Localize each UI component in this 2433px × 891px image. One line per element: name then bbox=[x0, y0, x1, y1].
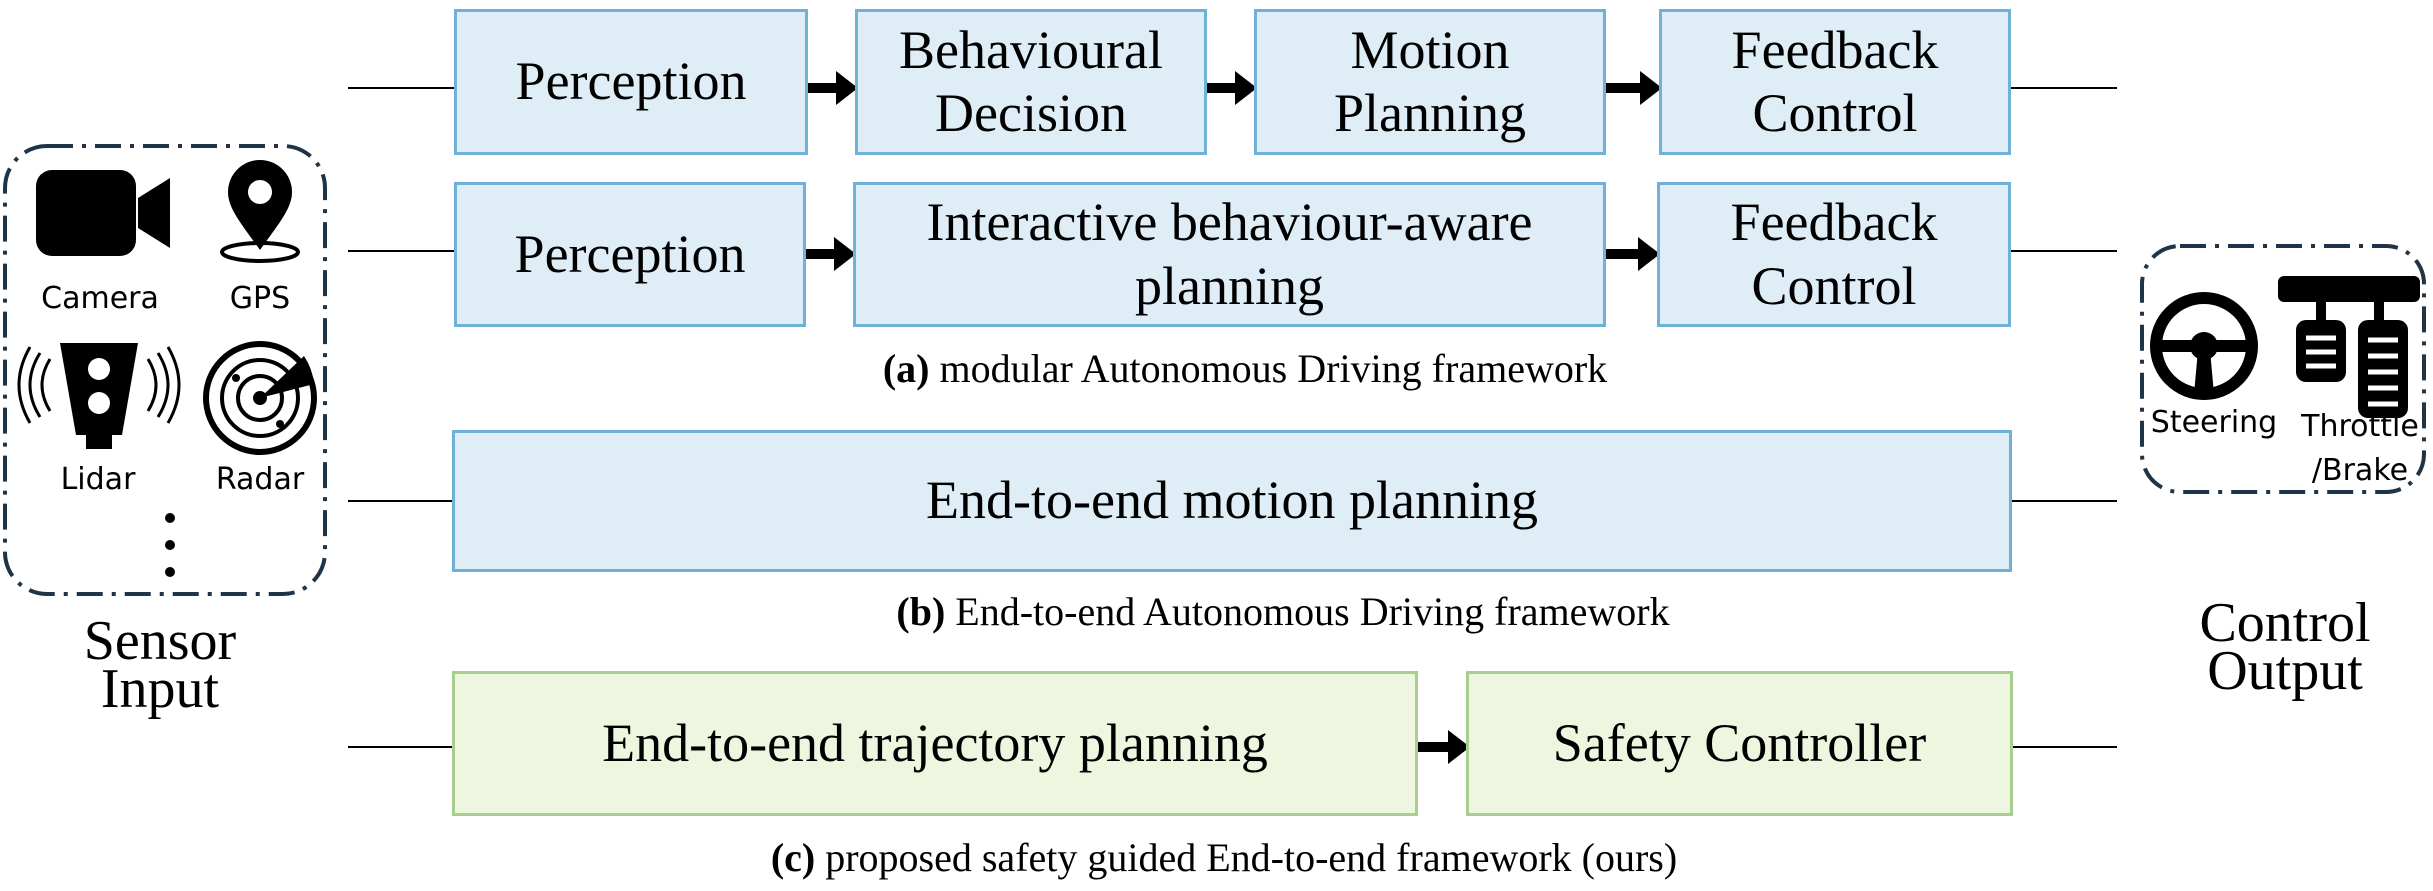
caption-b-tag: (b) bbox=[896, 589, 946, 634]
row-c-safety-controller-label: Safety Controller bbox=[1552, 712, 1927, 773]
radar-label: Radar bbox=[215, 462, 305, 497]
row-a1-perception-box: Perception bbox=[454, 9, 808, 155]
row-b-output-line bbox=[2012, 500, 2117, 502]
caption-a-tag: (a) bbox=[882, 346, 930, 391]
row-b-input-line bbox=[348, 500, 452, 502]
steering-label: Steering bbox=[2150, 405, 2278, 440]
row-a2-interactive-planning-line2: planning bbox=[1135, 255, 1324, 316]
more-sensors-ellipsis-icon bbox=[165, 513, 175, 577]
row-a1-motion-planning-line2: Planning bbox=[1333, 83, 1526, 143]
camera-label: Camera bbox=[41, 281, 159, 316]
row-c-trajectory-planning-box: End-to-end trajectory planning bbox=[452, 671, 1418, 816]
row-a1-behavioural-decision-line1: Behavioural bbox=[899, 19, 1163, 80]
control-output-title: Control Output bbox=[2165, 592, 2405, 702]
row-a1-arrow-2 bbox=[1207, 71, 1257, 105]
row-a2-interactive-planning-box: Interactive behaviour-aware planning bbox=[853, 182, 1606, 327]
gps-icon bbox=[220, 160, 300, 263]
row-a1-feedback-control-line1: Feedback bbox=[1731, 19, 1939, 80]
throttle-brake-label: Throttle /Brake bbox=[2301, 405, 2419, 492]
gps-label: GPS bbox=[229, 281, 291, 316]
row-a2-arrow-2 bbox=[1606, 237, 1660, 271]
row-a1-motion-planning-line1: Motion bbox=[1350, 19, 1510, 80]
row-c-input-line bbox=[348, 746, 452, 748]
pedals-icon bbox=[2278, 276, 2420, 418]
row-c-trajectory-planning-label: End-to-end trajectory planning bbox=[602, 712, 1268, 773]
sensor-input-panel bbox=[3, 144, 327, 596]
row-a1-arrow-1 bbox=[808, 71, 858, 105]
throttle-label-line1: Throttle bbox=[2301, 409, 2419, 444]
row-a1-behavioural-decision-line2: Decision bbox=[935, 83, 1127, 143]
row-a1-perception-label: Perception bbox=[515, 51, 747, 112]
control-output-title-line2: Output bbox=[2207, 639, 2363, 702]
caption-a-text: modular Autonomous Driving framework bbox=[929, 346, 1608, 391]
row-b-end-to-end-motion-planning-box: End-to-end motion planning bbox=[452, 430, 2012, 572]
row-c-arrow bbox=[1418, 730, 1470, 764]
row-a1-output-line bbox=[2011, 87, 2117, 89]
steering-wheel-icon bbox=[2150, 292, 2258, 400]
caption-c-text: proposed safety guided End-to-end framew… bbox=[815, 835, 1678, 880]
row-a1-motion-planning-box: Motion Planning bbox=[1254, 9, 1606, 155]
row-a2-feedback-control-line1: Feedback bbox=[1730, 192, 1938, 253]
row-a2-arrow-1 bbox=[806, 237, 856, 271]
throttle-label-line2: /Brake bbox=[2311, 452, 2409, 488]
lidar-label: Lidar bbox=[60, 462, 136, 497]
row-a1-feedback-control-box: Feedback Control bbox=[1659, 9, 2011, 155]
camera-icon bbox=[36, 170, 170, 256]
row-a1-feedback-control-line2: Control bbox=[1752, 83, 1918, 143]
row-a1-input-line bbox=[348, 87, 454, 89]
caption-a: (a) modular Autonomous Driving framework bbox=[883, 345, 1607, 392]
row-a1-arrow-3 bbox=[1606, 71, 1662, 105]
sensor-input-title: Sensor Input bbox=[60, 610, 260, 720]
row-a2-output-line bbox=[2011, 250, 2117, 252]
control-output-title-line1: Control bbox=[2199, 592, 2371, 654]
caption-c: (c) proposed safety guided End-to-end fr… bbox=[771, 834, 1677, 881]
row-c-output-line bbox=[2013, 746, 2117, 748]
row-a2-interactive-planning-line1: Interactive behaviour-aware bbox=[926, 192, 1533, 253]
row-b-end-to-end-motion-planning-label: End-to-end motion planning bbox=[926, 470, 1538, 531]
row-a2-input-line bbox=[348, 250, 454, 252]
radar-icon bbox=[203, 341, 317, 455]
caption-b-text: End-to-end Autonomous Driving framework bbox=[945, 589, 1670, 634]
row-a1-behavioural-decision-box: Behavioural Decision bbox=[855, 9, 1207, 155]
control-output-panel bbox=[2140, 244, 2426, 494]
row-a2-perception-label: Perception bbox=[514, 223, 746, 284]
caption-b: (b) End-to-end Autonomous Driving framew… bbox=[896, 588, 1669, 635]
row-a2-feedback-control-line2: Control bbox=[1751, 255, 1917, 316]
sensor-input-title-line1: Sensor bbox=[83, 610, 237, 672]
sensor-input-title-line2: Input bbox=[100, 657, 220, 720]
caption-c-tag: (c) bbox=[770, 835, 816, 880]
lidar-icon bbox=[17, 343, 181, 449]
row-a2-perception-box: Perception bbox=[454, 182, 806, 327]
row-a2-feedback-control-box: Feedback Control bbox=[1657, 182, 2011, 327]
row-c-safety-controller-box: Safety Controller bbox=[1466, 671, 2013, 816]
